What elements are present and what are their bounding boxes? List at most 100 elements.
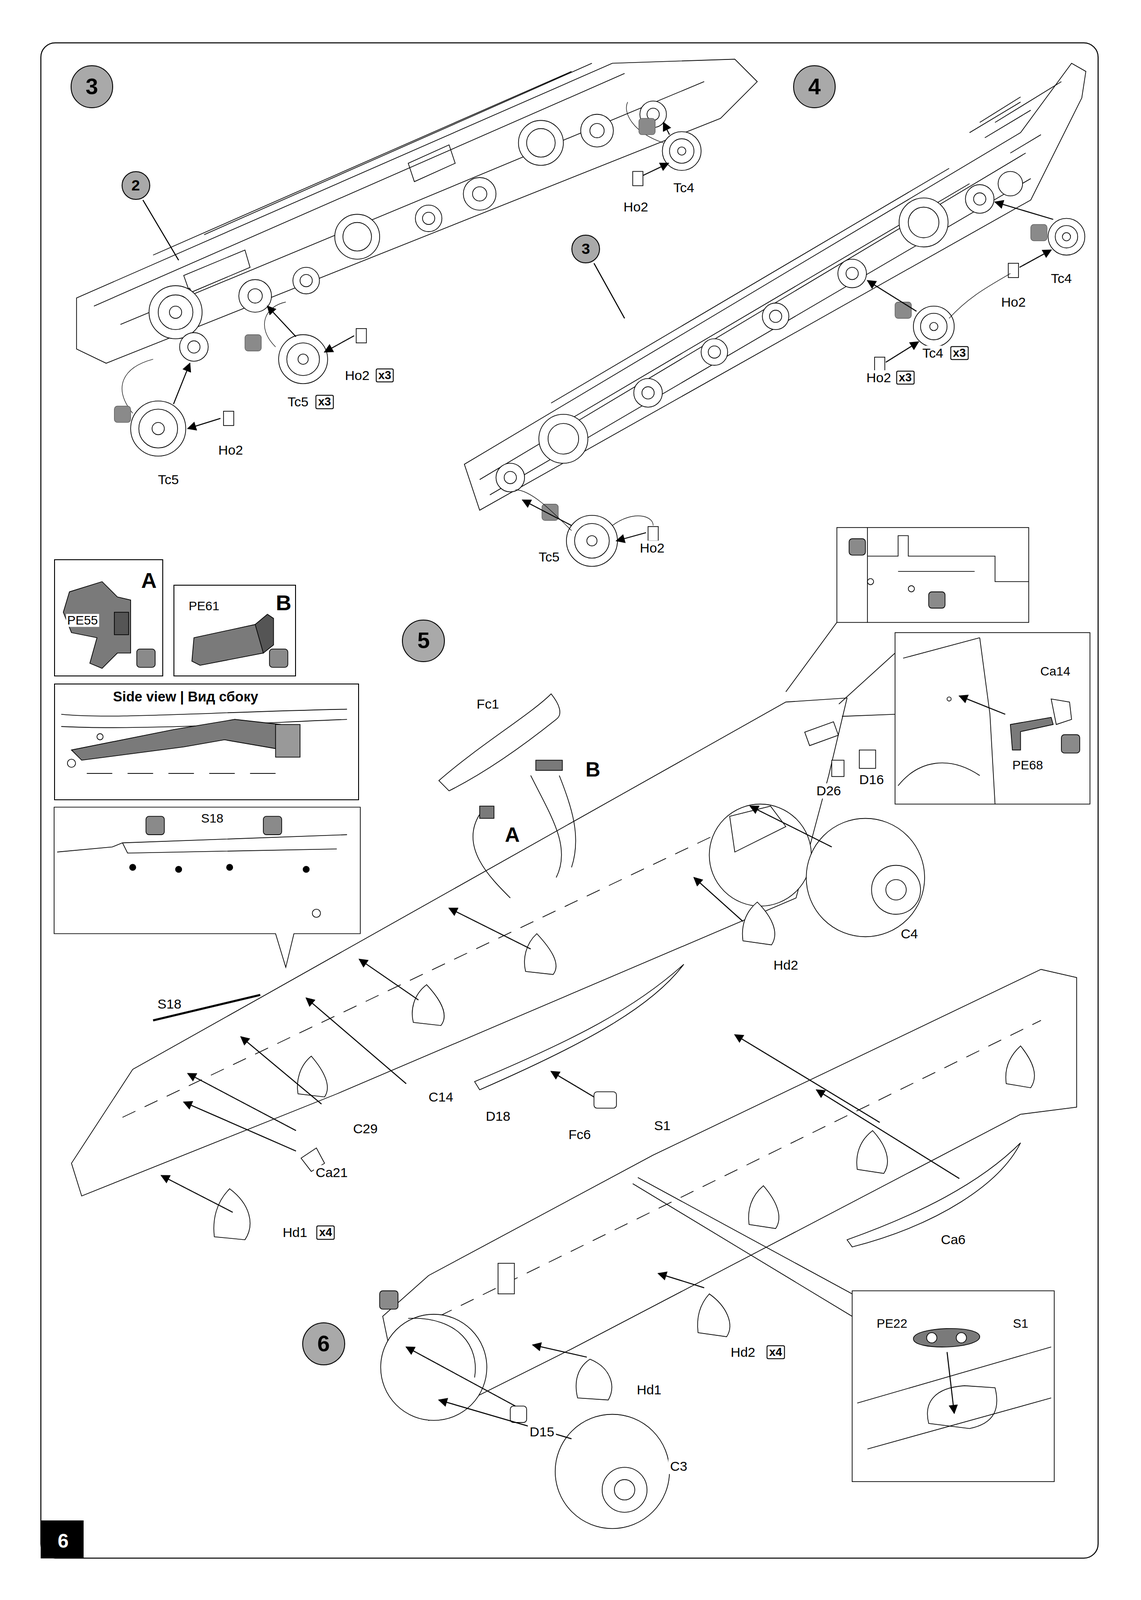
- part-number: Hd1: [634, 1382, 664, 1398]
- hull-side-step5-part: [831, 760, 844, 777]
- part-number: C29: [351, 1121, 380, 1137]
- hull-side-step5-part: [122, 806, 776, 1118]
- assembly-arrows-step6-part: [406, 1347, 516, 1407]
- detail-inset-step6-part: [852, 1290, 1055, 1482]
- part-number: C3: [668, 1458, 689, 1475]
- inset-text: PE68: [1010, 758, 1045, 772]
- glue-icons-part: [638, 118, 656, 136]
- assembly-arrows-step5-part: [693, 877, 744, 922]
- detail-inset-step6-part: [946, 1352, 955, 1414]
- hull-assembly-step4-part: [913, 306, 955, 347]
- detail-inset-step6-part: [638, 1177, 853, 1294]
- hull-assembly-step3-part: [342, 222, 372, 252]
- hull-side-step5-part: [806, 818, 925, 938]
- hull-side-step5-part: [593, 1091, 617, 1109]
- hull-assembly-step3-part: [526, 128, 556, 158]
- hull-assembly-step4-part: [479, 81, 1062, 495]
- detail-inset-step6-part: [956, 1332, 967, 1344]
- hull-assembly-step4-part: [837, 259, 867, 288]
- hull-assembly-step3-part: [677, 147, 686, 156]
- hull-assembly-step4-part: [701, 338, 728, 366]
- step-number: 6: [302, 1322, 346, 1366]
- inset-drawings-part: [312, 909, 321, 918]
- assembly-arrows-step3-part: [663, 122, 670, 135]
- part-number: Ca6: [938, 1232, 968, 1248]
- fc1-cable: [439, 693, 576, 899]
- detail-inset-step6-part: [632, 1183, 853, 1317]
- inset-drawings-part: [263, 816, 282, 835]
- detail-insets-step5-part: [849, 538, 866, 556]
- part-number: Tc4: [671, 180, 697, 196]
- part-number: D26: [814, 783, 843, 799]
- hull-side-step5-part: [152, 994, 261, 1021]
- hull-assembly-step4-part: [965, 184, 994, 214]
- hull-side-step6-part: [510, 1406, 527, 1423]
- quantity-badge: x3: [950, 346, 969, 360]
- detail-insets-step5-part: [1051, 699, 1072, 725]
- quantity-badge: x4: [766, 1345, 785, 1360]
- inset-text: PE22: [875, 1317, 909, 1331]
- part-number: D18: [483, 1108, 512, 1125]
- detail-inset-step6-part: [913, 1328, 980, 1348]
- hull-side-step6-part: [439, 1020, 1042, 1317]
- hull-side-step5-part: [524, 933, 557, 975]
- hull-side-step5-part: [804, 721, 839, 746]
- part-number: D16: [857, 772, 886, 788]
- hull-assembly-step4-part: [997, 171, 1023, 196]
- inset-text: S18: [199, 811, 225, 825]
- part-number: S18: [155, 996, 183, 1012]
- step-number-text: 5: [417, 629, 430, 653]
- hull-side-step6-part: [856, 1130, 888, 1174]
- assembly-arrows-step4-part: [867, 280, 917, 312]
- inset-text: Ca14: [1039, 664, 1072, 678]
- hull-assembly-step4-part: [647, 526, 659, 541]
- detail-insets-step5-part: [908, 585, 915, 592]
- hull-assembly-step4-part: [548, 423, 579, 454]
- part-number: Hd1: [280, 1225, 309, 1241]
- step-number: 3: [70, 65, 114, 109]
- side-view-inset: Side view | Вид сбоку: [54, 683, 360, 800]
- callout-number: 3: [571, 234, 601, 264]
- step-number-text: 6: [317, 1332, 330, 1357]
- part-number: Tc5: [156, 472, 181, 488]
- hull-assembly-step4-part: [769, 310, 782, 323]
- assembly-arrows-step3-part: [173, 363, 191, 405]
- glue-icons-part: [1030, 224, 1048, 241]
- inset-drawings-part: [114, 612, 129, 635]
- assembly-arrows-step3-part: [642, 163, 669, 176]
- page-number-text: 6: [56, 1530, 70, 1551]
- glue-icons-part: [541, 504, 559, 521]
- assembly-arrows-step4-part: [885, 342, 919, 363]
- hull-assembly-step4-part: [973, 192, 986, 205]
- quantity-badge: x4: [316, 1225, 335, 1240]
- part-number: Hd2: [728, 1344, 757, 1361]
- hull-assembly-step4-part: [1008, 263, 1019, 278]
- hull-assembly-step3-part: [122, 101, 664, 414]
- part-number: Fc6: [566, 1127, 593, 1143]
- hull-assembly-step3: [76, 59, 757, 457]
- part-number: Ho2: [216, 442, 245, 458]
- assembly-arrows-step6-part: [439, 1400, 572, 1440]
- detail-insets-step5-part: [903, 638, 995, 805]
- hull-side-step5-part: [871, 865, 921, 915]
- hull-assembly-step4-part: [515, 273, 1011, 531]
- glue-icons-part: [245, 334, 262, 352]
- hull-side-step6-part: [380, 1314, 487, 1421]
- assembly-arrows-step5-part: [161, 1175, 233, 1213]
- hull-assembly-step4-part: [845, 267, 858, 280]
- hull-side-step6-part: [1005, 1046, 1035, 1089]
- page-frame: [40, 42, 1099, 1559]
- inset-text: Side view | Вид сбоку: [111, 689, 260, 705]
- hull-assembly-step4-part: [574, 523, 610, 559]
- detail-insets-step5-part: [1010, 717, 1054, 751]
- inset-drawings-part: [255, 614, 274, 654]
- hull-assembly-step4: [464, 63, 1087, 567]
- part-number: Tc5: [536, 549, 562, 566]
- hull-side-step6-part: [697, 1293, 730, 1337]
- hull-assembly-step3-part: [415, 205, 442, 232]
- hull-side-step5-part: [885, 879, 907, 901]
- inset-drawings-part: [191, 624, 264, 666]
- hull-assembly-step4-part: [538, 414, 588, 464]
- hull-assembly-step3-part: [223, 411, 234, 426]
- hull-assembly-step3-part: [169, 306, 182, 319]
